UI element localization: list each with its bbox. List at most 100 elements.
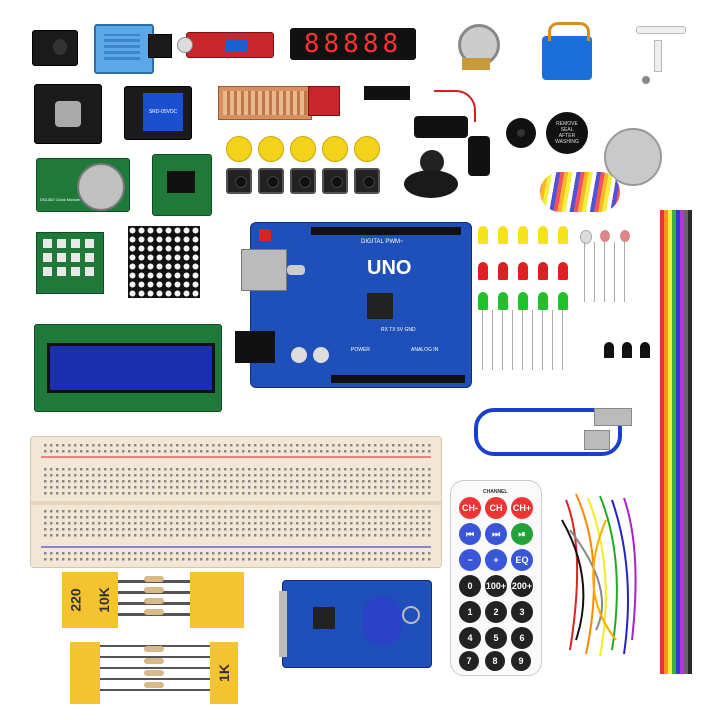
remote-brand: CHANNEL xyxy=(483,489,508,495)
seven-segment-display: 88888 xyxy=(290,28,416,60)
remote-btn-0: 0 xyxy=(459,575,481,597)
led-yellow-5 xyxy=(558,226,568,244)
digital-label: DIGITAL PWM~ xyxy=(361,239,404,245)
remote-btn-7: 7 xyxy=(459,651,479,671)
remote-btn-1: 1 xyxy=(459,601,481,623)
resistors-bundle-top xyxy=(118,574,190,624)
atmega-chip xyxy=(367,293,393,319)
sound-sensor-module xyxy=(177,32,274,58)
dht11-pcb xyxy=(148,34,172,58)
power-header xyxy=(331,375,465,383)
reset-button xyxy=(259,229,271,241)
usb-cable-icon xyxy=(474,408,622,456)
resistor-tag-blank-2 xyxy=(218,572,244,628)
remote-btn-2: 2 xyxy=(485,601,507,623)
ic-chip xyxy=(364,86,410,100)
photoresistors xyxy=(580,230,640,302)
rtc-clock-module: DS1302 Clock Module xyxy=(36,158,130,212)
rfid-header-pins xyxy=(279,591,287,657)
ir-sensor-module xyxy=(32,30,78,66)
battery-clip xyxy=(414,90,498,186)
resistor-tag-blank-1 xyxy=(190,572,218,628)
push-button-2 xyxy=(258,168,284,194)
remote-btn-ch-plus: CH+ xyxy=(511,497,533,519)
stepper-motor-icon xyxy=(604,128,662,186)
led-red-2 xyxy=(498,262,508,280)
led-green-2 xyxy=(498,292,508,310)
led-green-5 xyxy=(558,292,568,310)
tag-220-text: 220 xyxy=(67,588,84,612)
remote-btn-prev: ⏮ xyxy=(459,523,481,545)
led-green-4 xyxy=(538,292,548,310)
resistor-tag-10k: 10K xyxy=(90,572,118,628)
power-label: POWER xyxy=(351,347,370,353)
stepper-driver-board xyxy=(152,154,212,216)
push-button-5 xyxy=(354,168,380,194)
stepper-motor xyxy=(598,124,668,186)
remote-btn-6: 6 xyxy=(511,627,533,649)
remote-btn-play: ⏯ xyxy=(511,523,533,545)
keypad-4x4 xyxy=(36,232,104,294)
buzzer-text: REMOVE SEAL AFTER WASHING xyxy=(555,121,579,145)
water-level-sensor xyxy=(218,86,312,120)
yellow-cap-4 xyxy=(322,136,348,162)
led-yellow-3 xyxy=(518,226,528,244)
servo-motor xyxy=(538,22,596,84)
seven-segment-digits: 88888 xyxy=(303,29,403,59)
resistor-tag-220: 220 xyxy=(62,572,90,628)
arduino-uno-board: DIGITAL PWM~ UNO RX TX 5V GND POWER ANAL… xyxy=(235,222,472,388)
digital-header xyxy=(311,227,461,235)
rfid-tag-icon xyxy=(362,596,402,646)
led-yellow-2 xyxy=(498,226,508,244)
yellow-cap-5 xyxy=(354,136,380,162)
analog-label: ANALOG IN xyxy=(411,347,439,353)
remote-btn-200: 200+ xyxy=(511,575,533,597)
ir-remote: CHANNEL CH- CH CH+ ⏮ ⏭ ⏯ − + EQ 0 100+ 2… xyxy=(450,480,542,676)
remote-btn-5: 5 xyxy=(485,627,507,649)
push-button-1 xyxy=(226,168,252,194)
remote-btn-3: 3 xyxy=(511,601,533,623)
led-yellow-1 xyxy=(478,226,488,244)
dc-jack xyxy=(235,331,275,363)
water-sensor-board xyxy=(308,86,340,116)
buzzer-sealed: REMOVE SEAL AFTER WASHING xyxy=(546,112,588,154)
push-button-4 xyxy=(322,168,348,194)
remote-btn-ch: CH xyxy=(485,497,507,519)
battery-clip-icon xyxy=(414,116,468,138)
rtc-label: DS1302 Clock Module xyxy=(40,197,80,202)
potentiometer xyxy=(454,24,500,70)
led-red-1 xyxy=(478,262,488,280)
capacitor-1 xyxy=(291,347,307,363)
lcd-screen xyxy=(47,343,215,393)
joystick-cap xyxy=(404,150,458,200)
microphone-icon xyxy=(177,37,193,53)
yellow-cap-2 xyxy=(258,136,284,162)
resistor-tag-blank-3 xyxy=(70,642,100,704)
stepper-wires xyxy=(540,172,620,212)
led-red-4 xyxy=(538,262,548,280)
remote-btn-next: ⏭ xyxy=(485,523,507,545)
rfid-module xyxy=(279,580,432,668)
joystick-icon xyxy=(55,101,81,127)
capacitor-2 xyxy=(313,347,329,363)
remote-btn-eq: EQ xyxy=(511,549,533,571)
coin-battery-icon xyxy=(77,163,125,211)
remote-btn-100: 100+ xyxy=(485,575,507,597)
jumper-wires-bundle xyxy=(556,490,644,660)
servo-horns xyxy=(632,20,688,90)
remote-btn-ch-minus: CH- xyxy=(459,497,481,519)
breadboard xyxy=(30,436,442,568)
relay-label: SRD-05VDC xyxy=(148,109,178,115)
usb-port xyxy=(241,249,287,291)
rfid-tag xyxy=(362,596,420,650)
usb-cable xyxy=(474,400,634,460)
transistors xyxy=(604,342,652,364)
relay-module: SRD-05VDC xyxy=(124,86,192,140)
buzzer xyxy=(506,118,536,148)
led-green-3 xyxy=(518,292,528,310)
led-leads xyxy=(482,310,566,370)
remote-btn-minus: − xyxy=(459,549,481,571)
relay-block: SRD-05VDC xyxy=(143,93,183,131)
yellow-cap-1 xyxy=(226,136,252,162)
resistors-bundle-bottom xyxy=(100,644,210,700)
